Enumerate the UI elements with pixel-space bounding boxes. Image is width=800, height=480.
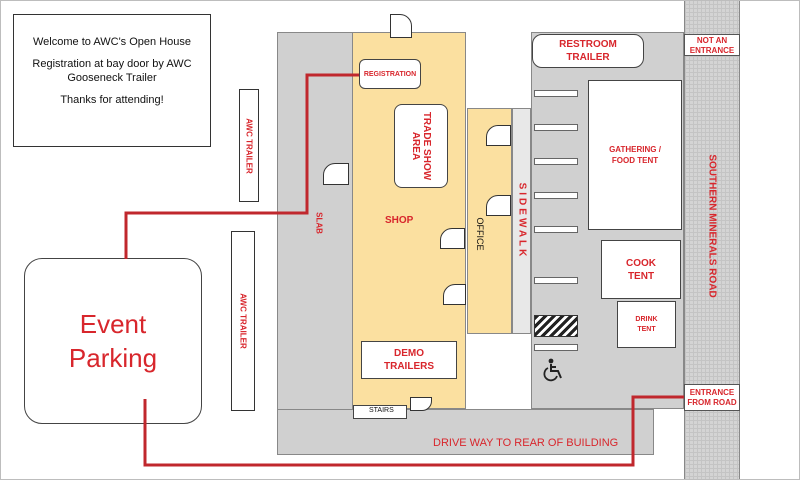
- parking-space: [534, 226, 578, 233]
- door-slab: [323, 163, 349, 185]
- door-office-1: [486, 125, 511, 146]
- parking-space: [534, 90, 578, 97]
- not-an-entrance-label: NOT AN ENTRANCE: [689, 36, 735, 55]
- event-parking-label: Event Parking: [68, 309, 158, 373]
- driveway-area: [277, 409, 654, 455]
- drink-tent-label: DRINK TENT: [635, 315, 658, 333]
- route-to-registration: [124, 73, 359, 259]
- parking-space: [534, 344, 578, 351]
- door-shop-1: [440, 228, 465, 249]
- drink-tent: DRINK TENT: [617, 301, 676, 348]
- parking-space: [534, 158, 578, 165]
- welcome-box: Welcome to AWC's Open House Registration…: [13, 14, 211, 147]
- not-an-entrance-sign: NOT AN ENTRANCE: [684, 34, 740, 56]
- cook-tent-label: COOK TENT: [626, 257, 656, 282]
- door-north: [390, 14, 412, 38]
- thanks-note: Thanks for attending!: [60, 94, 164, 106]
- gathering-food-tent-label: GATHERING / FOOD TENT: [609, 145, 661, 165]
- demo-trailers-box: DEMO TRAILERS: [361, 341, 457, 379]
- trade-show-area: TRADE SHOW AREA: [394, 104, 448, 188]
- entrance-from-road-label: ENTRANCE FROM ROAD: [687, 388, 737, 407]
- event-parking-area: Event Parking: [24, 258, 202, 424]
- driveway-label: DRIVE WAY TO REAR OF BUILDING: [433, 437, 619, 449]
- restroom-trailer-label: RESTROOM TRAILER: [559, 39, 617, 63]
- entrance-from-road-sign: ENTRANCE FROM ROAD: [684, 384, 740, 411]
- door-stairs: [410, 397, 432, 411]
- slab-area: SLAB: [277, 32, 353, 455]
- wheelchair-icon: [541, 357, 567, 383]
- sidewalk-area: SIDEWALK: [512, 108, 531, 334]
- registration-box: REGISTRATION: [359, 59, 421, 89]
- registration-note: Registration at bay door by AWC Goosenec…: [32, 58, 192, 84]
- door-office-2: [486, 195, 511, 216]
- stairs-box: STAIRS: [353, 405, 407, 419]
- restroom-trailer-box: RESTROOM TRAILER: [532, 34, 644, 68]
- parking-space: [534, 277, 578, 284]
- door-shop-2: [443, 284, 466, 305]
- route-from-entrance: [143, 395, 684, 467]
- welcome-title: Welcome to AWC's Open House: [33, 36, 191, 48]
- shop-label: SHOP: [385, 215, 414, 226]
- demo-trailers-label: DEMO TRAILERS: [384, 348, 434, 372]
- driveway-label-box: DRIVE WAY TO REAR OF BUILDING: [353, 431, 618, 455]
- parking-space: [534, 124, 578, 131]
- registration-label: REGISTRATION: [363, 70, 417, 78]
- parking-space: [534, 192, 578, 199]
- gathering-food-tent: GATHERING / FOOD TENT: [588, 80, 682, 230]
- awc-trailer-top: AWC TRAILER: [239, 89, 259, 202]
- stairs-label: STAIRS: [369, 407, 394, 414]
- cook-tent: COOK TENT: [601, 240, 681, 299]
- awc-trailer-bottom: AWC TRAILER: [231, 231, 255, 411]
- accessible-access-aisle: [534, 315, 578, 337]
